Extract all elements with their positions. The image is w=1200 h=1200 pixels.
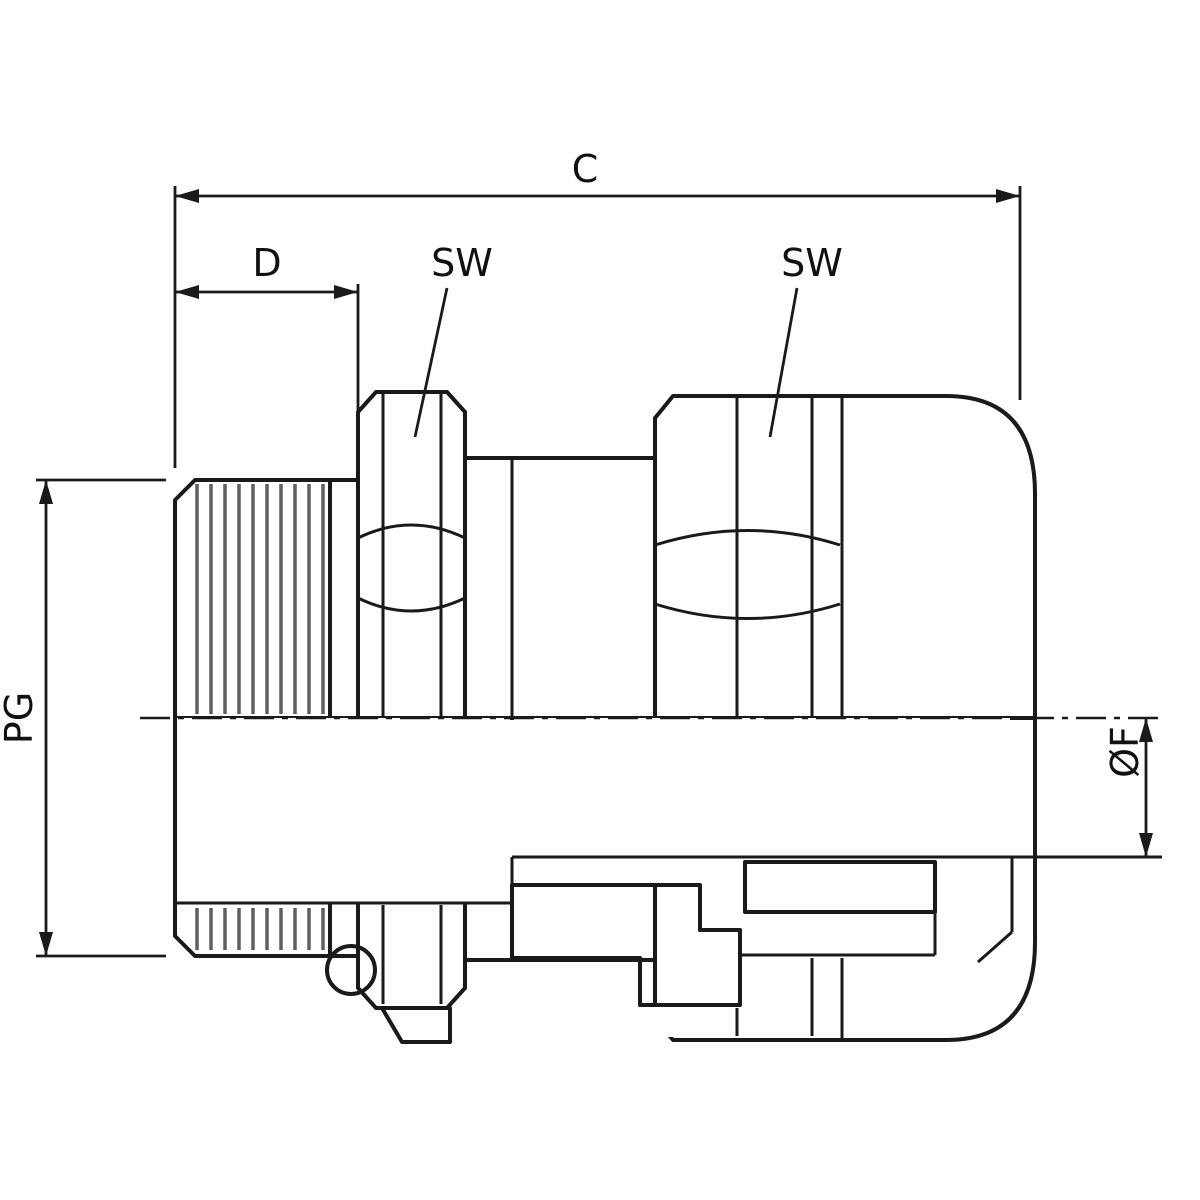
dimension-d: D bbox=[175, 241, 360, 462]
clamp-notch bbox=[644, 1007, 698, 1037]
sealing-insert bbox=[743, 860, 937, 914]
arrowhead-f-top bbox=[1139, 718, 1153, 742]
hex-small-chamfer-arcs bbox=[357, 523, 466, 613]
arrowhead-pg-bottom bbox=[39, 932, 53, 956]
dimension-label-sw-right: SW bbox=[781, 241, 843, 285]
cap-inner-wall-line bbox=[977, 857, 1014, 964]
cap-nut-top bbox=[653, 394, 1037, 720]
gland-body-top-half bbox=[173, 390, 1037, 720]
arrowhead-c-left bbox=[175, 189, 199, 203]
hex-nut-small-top bbox=[356, 390, 467, 720]
bore-interior bbox=[177, 718, 1010, 902]
hex-cap-facets-top bbox=[735, 398, 844, 718]
arrowhead-d-left bbox=[175, 285, 199, 299]
arrowhead-pg-top bbox=[39, 480, 53, 504]
hex-small-facets-bottom bbox=[381, 905, 443, 1004]
arrowhead-f-bottom bbox=[1139, 833, 1153, 857]
dimension-label-pg: PG bbox=[0, 692, 41, 744]
hex-cap-facets-bottom bbox=[735, 958, 844, 1038]
o-ring-seal bbox=[325, 944, 377, 996]
leader-line-sw-left bbox=[413, 287, 449, 438]
leader-line-sw-right bbox=[768, 287, 799, 438]
lamella-clamp-insert bbox=[510, 883, 742, 1007]
bore-left bbox=[177, 718, 510, 902]
hex-cap-chamfer-arcs bbox=[654, 529, 841, 620]
spacer-ring-top bbox=[328, 478, 360, 720]
dimension-label-f: ØF bbox=[1103, 726, 1147, 778]
dimension-c: C bbox=[173, 147, 1022, 468]
hex-small-facets-top bbox=[381, 394, 443, 716]
detail-lines bbox=[175, 394, 1162, 1038]
label-sw-left: SW bbox=[413, 241, 493, 438]
dimension-label-c: C bbox=[572, 147, 599, 191]
bore-wall-left-line bbox=[175, 857, 514, 905]
arrowhead-d-right bbox=[334, 285, 358, 299]
body-middle-top bbox=[463, 456, 657, 720]
dimension-pg: PG bbox=[0, 478, 166, 958]
internal-components bbox=[325, 860, 937, 1044]
arrowhead-c-right bbox=[996, 189, 1020, 203]
dimension-f: ØF bbox=[1103, 718, 1153, 857]
seal-cavity-line bbox=[740, 912, 937, 957]
dimension-label-d: D bbox=[252, 241, 281, 285]
body-skirt-tab bbox=[380, 1006, 452, 1044]
thread-stripes-bottom bbox=[195, 908, 325, 950]
bore-right bbox=[514, 718, 1010, 856]
cable-gap bbox=[514, 857, 743, 884]
thread-stripes-top bbox=[195, 484, 325, 714]
label-sw-right: SW bbox=[768, 241, 843, 438]
cap-nut-bottom bbox=[653, 716, 1037, 1042]
dimension-label-sw-left: SW bbox=[431, 241, 493, 285]
